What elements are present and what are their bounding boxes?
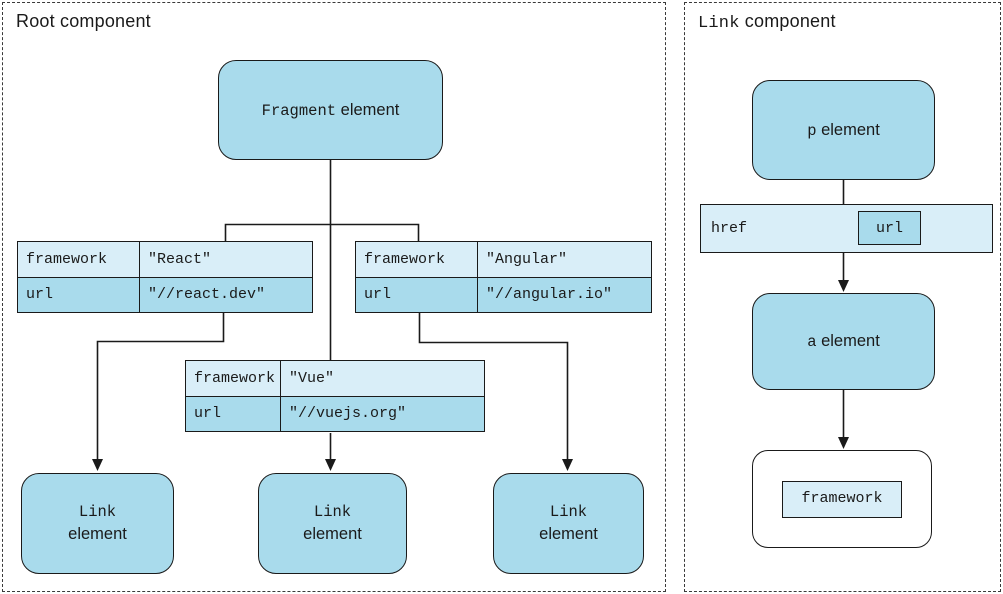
link-panel-title: Link component xyxy=(698,11,836,33)
fragment-element-label: Fragment element xyxy=(262,99,400,122)
text-node-wrapper: framework xyxy=(752,450,932,548)
fragment-element-node: Fragment element xyxy=(218,60,443,160)
table-row: framework "Angular" xyxy=(356,242,651,277)
fragment-plain: element xyxy=(336,100,400,119)
link-panel-title-plain: component xyxy=(739,11,836,31)
prop-key-cell: url xyxy=(356,277,478,312)
a-element-label: a element xyxy=(807,330,880,353)
root-panel-title: Root component xyxy=(16,11,151,31)
prop-key-cell: framework xyxy=(356,242,478,277)
link-element-node: Link element xyxy=(493,473,644,574)
table-row: url "//angular.io" xyxy=(356,276,651,312)
href-prop-bar: href url xyxy=(700,204,993,253)
link-plain: element xyxy=(539,524,598,543)
link-element-node: Link element xyxy=(21,473,174,574)
link-code: Link xyxy=(78,502,117,521)
table-row: framework "React" xyxy=(18,242,312,277)
a-element-node: a element xyxy=(752,293,935,390)
prop-key-cell: framework xyxy=(18,242,140,277)
link-plain: element xyxy=(68,524,127,543)
a-plain: element xyxy=(816,332,880,351)
fragment-code: Fragment xyxy=(261,101,337,120)
prop-key-cell: url xyxy=(18,277,140,312)
react-props-table: framework "React" url "//react.dev" xyxy=(17,241,313,313)
prop-value-cell: "React" xyxy=(148,250,212,268)
prop-key-cell: framework xyxy=(186,361,281,396)
table-row: url "//react.dev" xyxy=(18,276,312,312)
prop-value-cell: "//react.dev" xyxy=(148,286,266,304)
table-row: framework "Vue" xyxy=(186,361,484,396)
p-plain: element xyxy=(816,120,880,139)
vue-props-table: framework "Vue" url "//vuejs.org" xyxy=(185,360,485,432)
link-plain: element xyxy=(303,524,362,543)
link-code: Link xyxy=(549,502,588,521)
angular-props-table: framework "Angular" url "//angular.io" xyxy=(355,241,652,313)
root-component-panel xyxy=(2,2,666,592)
prop-value-cell: "Angular" xyxy=(486,250,568,268)
prop-key-cell: url xyxy=(186,396,281,431)
prop-value-cell: "Vue" xyxy=(289,369,335,387)
p-code: p xyxy=(807,121,817,140)
a-code: a xyxy=(807,333,817,352)
link-panel-title-code: Link xyxy=(698,14,740,33)
p-element-label: p element xyxy=(807,119,880,142)
url-chip: url xyxy=(858,211,921,245)
framework-chip: framework xyxy=(782,480,902,518)
table-row: url "//vuejs.org" xyxy=(186,395,484,431)
p-element-node: p element xyxy=(752,80,935,180)
href-label: href xyxy=(711,219,748,237)
link-component-panel xyxy=(684,2,1001,592)
prop-value-cell: "//angular.io" xyxy=(486,286,613,304)
link-code: Link xyxy=(313,502,352,521)
link-element-node: Link element xyxy=(258,473,407,574)
prop-value-cell: "//vuejs.org" xyxy=(289,405,407,423)
